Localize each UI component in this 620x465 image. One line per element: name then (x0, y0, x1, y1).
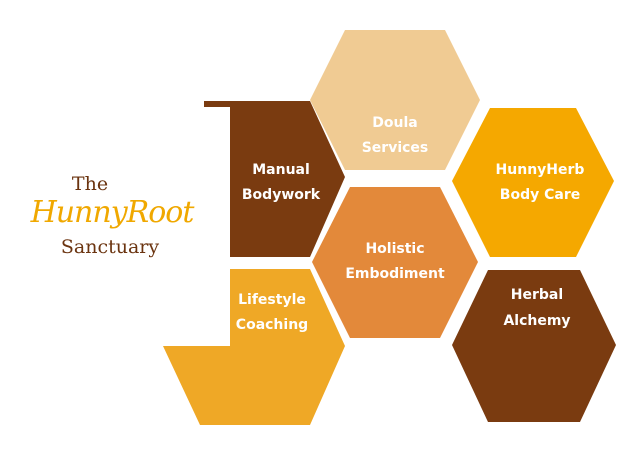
tile-holistic-shape (312, 187, 478, 338)
tile-doula: Doula Services (310, 30, 480, 170)
tile-hunnyherb-line1: HunnyHerb (496, 162, 585, 178)
tile-lifestyle-shape (163, 269, 345, 425)
tile-hunnyherb-shape (452, 108, 614, 257)
tile-herbal-line1: Herbal (511, 287, 563, 303)
tile-herbal: Herbal Alchemy (452, 270, 616, 422)
tile-manual-line1: Manual (252, 162, 310, 178)
tile-doula-line1: Doula (372, 115, 417, 131)
tile-manual-line2: Bodywork (242, 187, 321, 203)
tile-hunnyherb-line2: Body Care (500, 187, 580, 203)
tile-lifestyle: Lifestyle Coaching (163, 269, 345, 425)
logo: The HunnyRoot Sanctuary (30, 173, 197, 258)
tile-hunnyherb: HunnyHerb Body Care (452, 108, 614, 257)
tile-manual: Manual Bodywork (204, 101, 345, 257)
tile-doula-shape (310, 30, 480, 170)
logo-sanctuary: Sanctuary (61, 236, 160, 258)
tile-lifestyle-line2: Coaching (236, 317, 308, 333)
logo-hunnyroot: HunnyRoot (30, 195, 196, 230)
tile-holistic: Holistic Embodiment (312, 187, 478, 338)
tile-holistic-line1: Holistic (365, 241, 424, 257)
tile-manual-shape (204, 101, 345, 257)
logo-the: The (72, 173, 108, 195)
tile-herbal-line2: Alchemy (503, 313, 570, 329)
tile-lifestyle-line1: Lifestyle (238, 292, 306, 308)
tile-herbal-shape (452, 270, 616, 422)
tile-doula-line2: Services (362, 140, 429, 156)
tile-holistic-line2: Embodiment (345, 266, 445, 282)
